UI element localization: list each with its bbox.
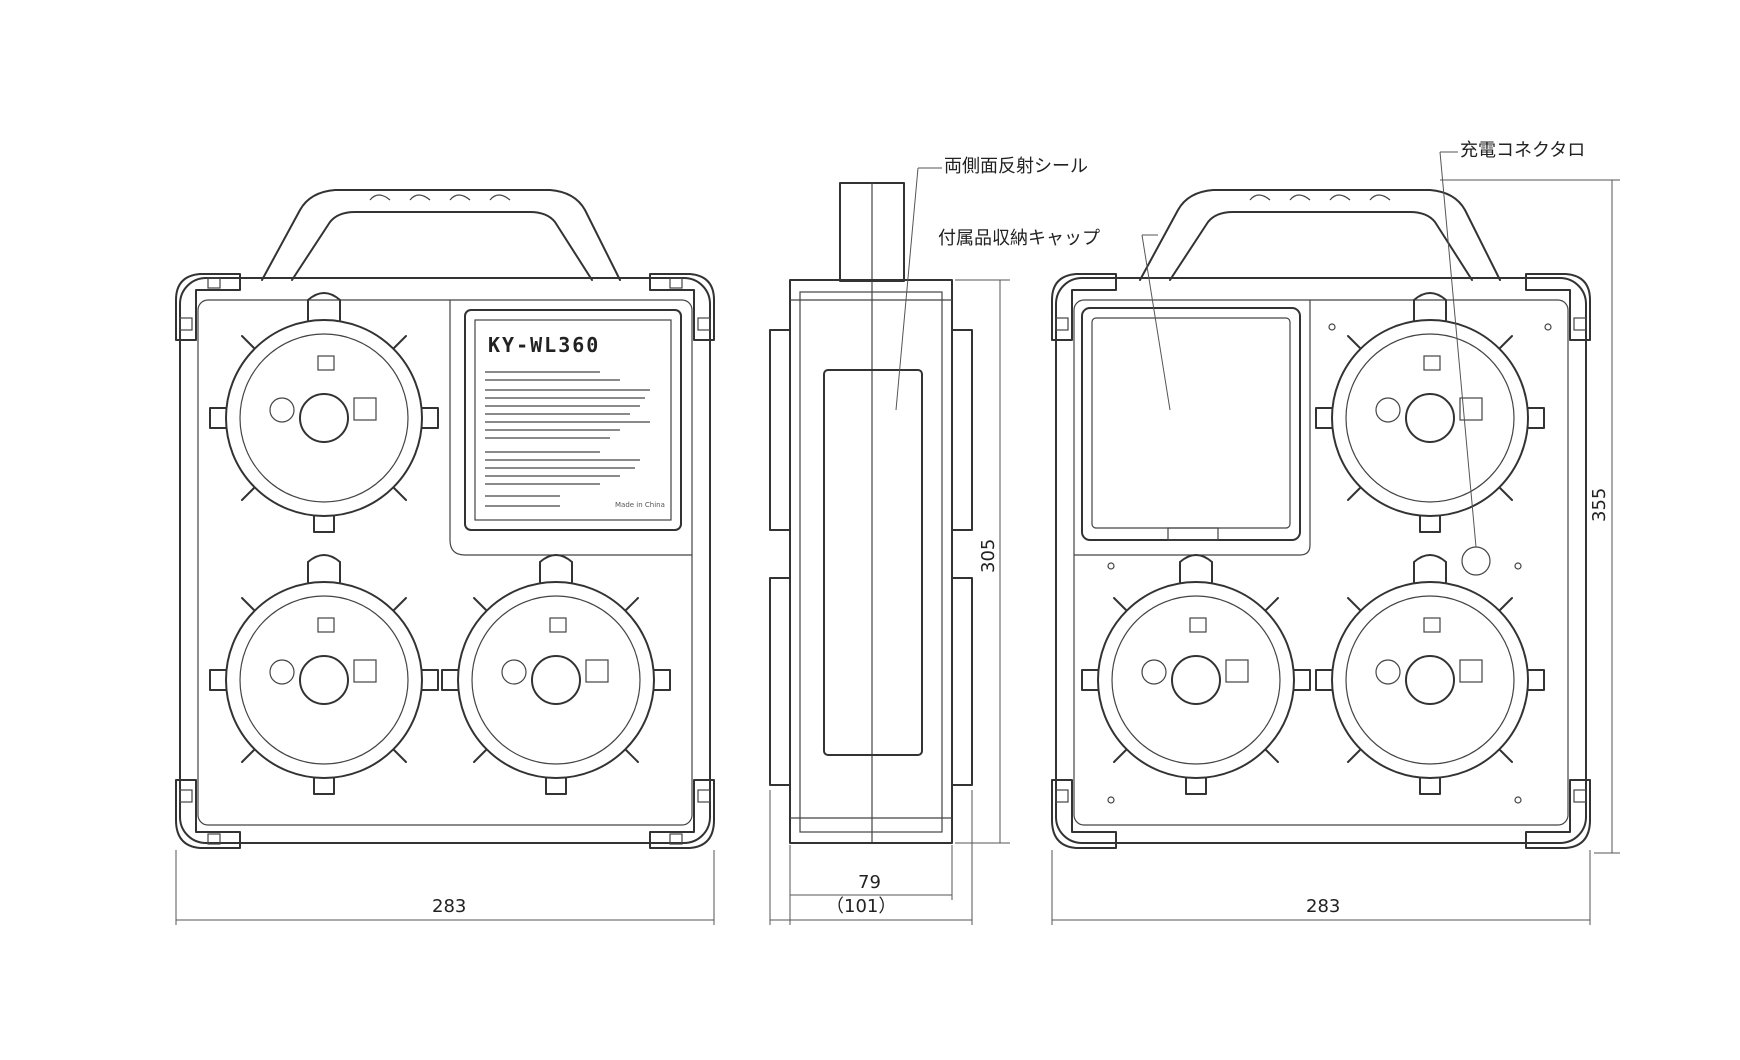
back-accessory-cap-storage — [1074, 300, 1311, 556]
back-body-outer — [1055, 277, 1587, 844]
charging-connector — [1461, 546, 1491, 576]
charging-connector-label: 充電コネクタロ — [1460, 140, 1585, 161]
front-handle — [261, 189, 621, 281]
back-lamp-bottom-right — [1315, 554, 1545, 795]
side-reflector-seal-label: 両側面反射シール — [944, 156, 1088, 177]
svg-text:305: 305 — [978, 539, 999, 573]
side-height-dimension: 305 — [955, 279, 1010, 844]
front-product-label: KY-WL360 Made in China — [464, 309, 682, 531]
back-handle — [1139, 189, 1501, 281]
side-depth-dimension: 79 （101） — [769, 790, 973, 925]
side-body — [789, 279, 953, 844]
svg-text:79: 79 — [858, 872, 881, 893]
front-width-dimension: 283 — [175, 850, 715, 925]
accessory-cap-storage-label: 付属品収納キャップ — [938, 228, 1100, 249]
back-lamp-top-right — [1315, 292, 1545, 533]
front-body-outer — [179, 277, 711, 844]
svg-text:283: 283 — [432, 896, 466, 917]
back-width-dimension: 283 — [1051, 850, 1591, 925]
front-lamp-bottom-right — [441, 554, 671, 795]
side-view: 79 （101） 305 両側面反射シール — [769, 156, 1088, 925]
svg-text:（101）: （101） — [826, 896, 896, 917]
front-view: KY-WL360 Made in China — [175, 189, 715, 925]
svg-text:283: 283 — [1306, 896, 1340, 917]
front-corner-bumpers — [175, 273, 715, 849]
made-in-text: Made in China — [615, 501, 665, 509]
model-name: KY-WL360 — [488, 333, 600, 357]
front-lamp-bottom-left — [209, 554, 439, 795]
overall-height-dimension: 355 — [1440, 179, 1620, 854]
side-reflector-seal — [823, 369, 923, 756]
front-lamp-top-left — [209, 292, 439, 533]
svg-text:355: 355 — [1589, 488, 1610, 522]
back-corner-bumpers — [1051, 273, 1591, 849]
back-view: 283 355 — [1051, 151, 1620, 925]
back-lamp-bottom-left — [1081, 554, 1311, 795]
